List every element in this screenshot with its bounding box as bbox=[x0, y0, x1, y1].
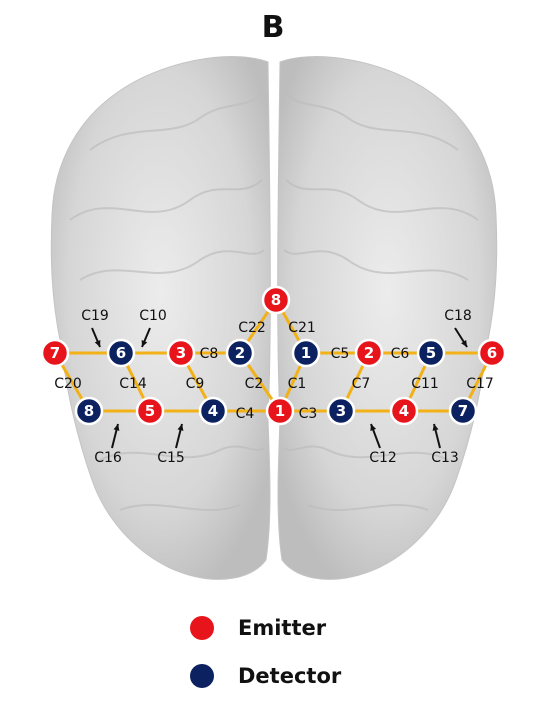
emitter-circle bbox=[477, 338, 507, 368]
legend-emitter: Emitter bbox=[190, 616, 326, 640]
emitter-node: 3 bbox=[166, 338, 196, 368]
detector-circle bbox=[225, 338, 255, 368]
emitter-node: 4 bbox=[389, 396, 419, 426]
emitter-node: 5 bbox=[135, 396, 165, 426]
legend-detector-label: Detector bbox=[238, 664, 342, 688]
detector-circle bbox=[74, 396, 104, 426]
detector-node: 6 bbox=[106, 338, 136, 368]
emitter-node: 8 bbox=[261, 285, 291, 315]
optode-nodes: 8 7 6 3 2 1 2 5 6 8 5 4 1 3 4 7 bbox=[40, 285, 507, 426]
detector-node: 4 bbox=[198, 396, 228, 426]
node-number: 3 bbox=[336, 402, 346, 420]
channel-label: C12 bbox=[369, 450, 397, 466]
node-number: 8 bbox=[271, 291, 281, 309]
node-number: 1 bbox=[301, 344, 311, 362]
emitter-circle bbox=[265, 396, 295, 426]
node-number: 6 bbox=[116, 344, 126, 362]
channel-label: C11 bbox=[411, 376, 439, 392]
channel-label: C9 bbox=[186, 376, 205, 392]
legend-emitter-label: Emitter bbox=[238, 616, 327, 640]
arrowhead-icon bbox=[141, 340, 148, 347]
channel-label: C22 bbox=[238, 320, 266, 336]
channel-label: C16 bbox=[94, 450, 122, 466]
legend-detector: Detector bbox=[190, 664, 341, 688]
channel-label: C2 bbox=[245, 376, 264, 392]
detector-circle bbox=[106, 338, 136, 368]
channel-label: C18 bbox=[444, 308, 472, 324]
emitter-circle bbox=[166, 338, 196, 368]
detector-circle bbox=[198, 396, 228, 426]
emitter-circle bbox=[354, 338, 384, 368]
detector-node: 1 bbox=[291, 338, 321, 368]
detector-node: 7 bbox=[448, 396, 478, 426]
node-number: 7 bbox=[50, 344, 60, 362]
node-number: 5 bbox=[426, 344, 436, 362]
node-number: 1 bbox=[275, 402, 285, 420]
detector-node: 3 bbox=[326, 396, 356, 426]
channel-label: C8 bbox=[200, 346, 219, 362]
emitter-circle bbox=[389, 396, 419, 426]
detector-circle bbox=[291, 338, 321, 368]
panel-label: B bbox=[261, 10, 285, 45]
arrowhead-icon bbox=[370, 424, 377, 431]
channel-label: C7 bbox=[352, 376, 371, 392]
detector-circle bbox=[326, 396, 356, 426]
node-number: 2 bbox=[235, 344, 245, 362]
emitter-circle bbox=[40, 338, 70, 368]
emitter-circle bbox=[135, 396, 165, 426]
left-hemisphere bbox=[50, 56, 271, 580]
channel-label: C1 bbox=[288, 376, 307, 392]
node-number: 4 bbox=[208, 402, 218, 420]
arrowhead-icon bbox=[177, 424, 184, 431]
detector-circle bbox=[448, 396, 478, 426]
node-number: 7 bbox=[458, 402, 468, 420]
node-number: 4 bbox=[399, 402, 409, 420]
channel-label: C10 bbox=[139, 308, 167, 324]
detector-node: 2 bbox=[225, 338, 255, 368]
detector-dot-icon bbox=[190, 664, 214, 688]
brain-illustration bbox=[50, 56, 498, 580]
detector-node: 8 bbox=[74, 396, 104, 426]
channel-label: C17 bbox=[466, 376, 494, 392]
emitter-node: 7 bbox=[40, 338, 70, 368]
arrowhead-icon bbox=[94, 340, 101, 347]
channel-label: C6 bbox=[391, 346, 410, 362]
arrowhead-icon bbox=[461, 340, 467, 347]
emitter-circle bbox=[261, 285, 291, 315]
node-number: 8 bbox=[84, 402, 94, 420]
emitter-dot-icon bbox=[190, 616, 214, 640]
emitter-node: 6 bbox=[477, 338, 507, 368]
detector-node: 5 bbox=[416, 338, 446, 368]
arrowhead-icon bbox=[113, 424, 120, 431]
detector-circle bbox=[416, 338, 446, 368]
channel-label: C20 bbox=[54, 376, 82, 392]
channel-label: C4 bbox=[236, 406, 255, 422]
channel-label: C5 bbox=[331, 346, 350, 362]
channel-label: C15 bbox=[157, 450, 185, 466]
arrowhead-icon bbox=[432, 424, 439, 431]
channel-label: C21 bbox=[288, 320, 316, 336]
channel-label: C13 bbox=[431, 450, 459, 466]
node-number: 2 bbox=[364, 344, 374, 362]
node-number: 6 bbox=[487, 344, 497, 362]
emitter-node: 2 bbox=[354, 338, 384, 368]
channel-label: C3 bbox=[299, 406, 318, 422]
channel-label: C19 bbox=[81, 308, 109, 324]
emitter-node: 1 bbox=[265, 396, 295, 426]
node-number: 3 bbox=[176, 344, 186, 362]
channel-label: C14 bbox=[119, 376, 147, 392]
node-number: 5 bbox=[145, 402, 155, 420]
